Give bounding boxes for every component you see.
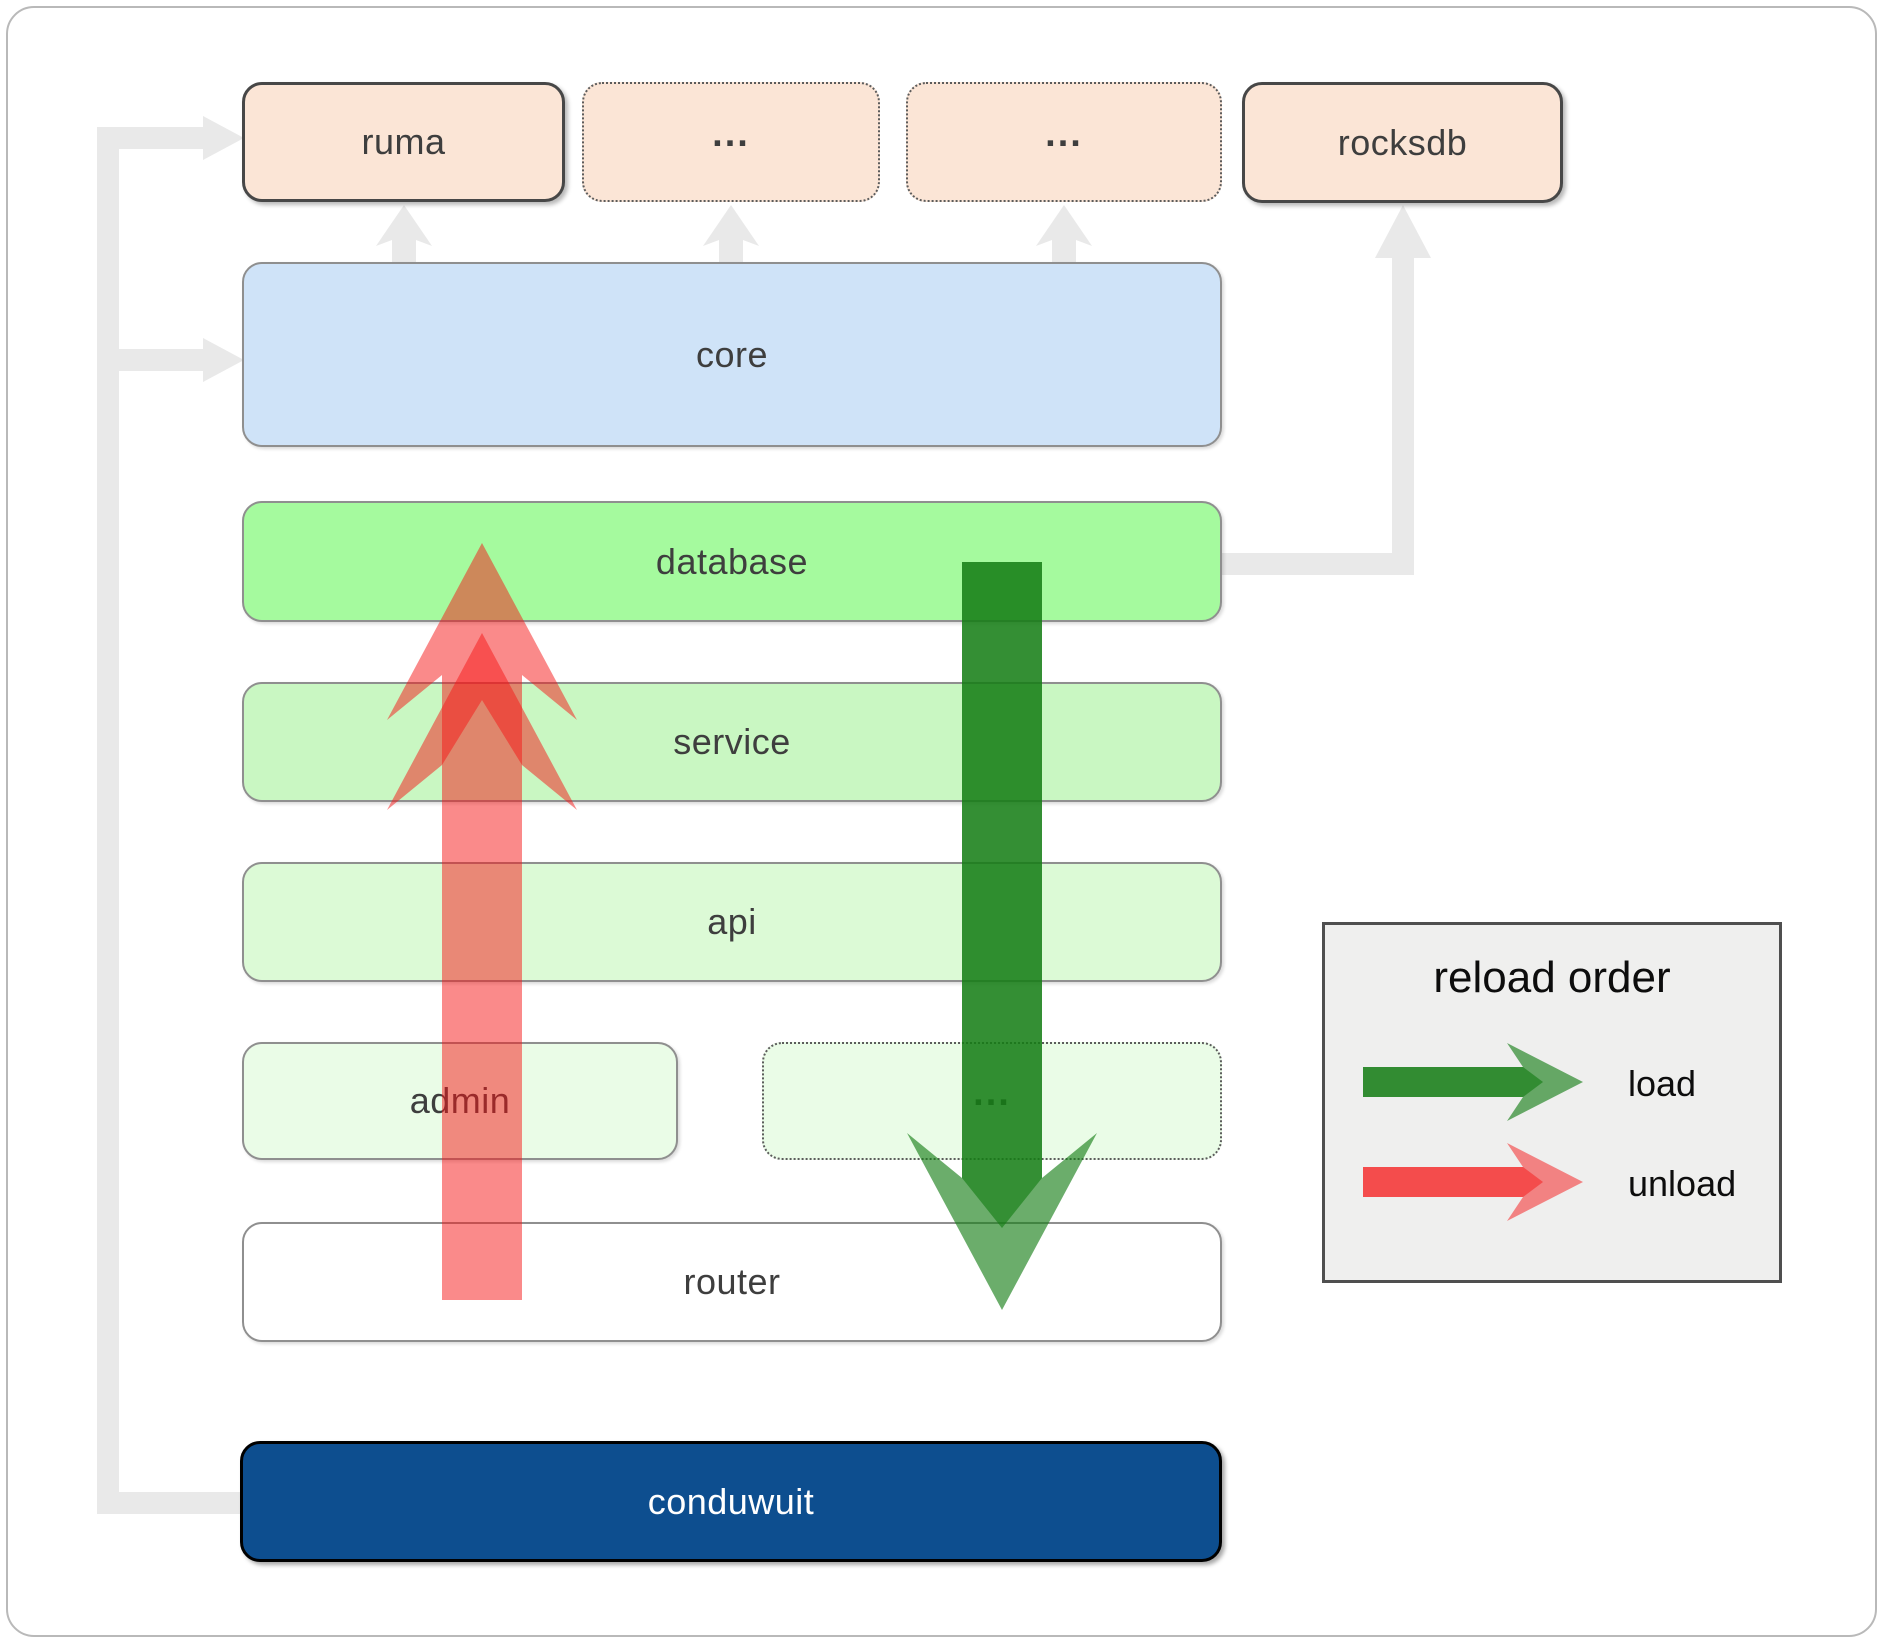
box-router-label: router — [683, 1261, 781, 1302]
box-service-label: service — [673, 721, 791, 762]
box-conduwuit: conduwuit — [240, 1441, 1222, 1562]
box-database: database — [242, 501, 1222, 622]
box-ellipsis-2: ... — [906, 82, 1222, 202]
box-admin: admin — [242, 1042, 678, 1160]
box-ellipsis-3: ... — [762, 1042, 1222, 1160]
outer-frame — [6, 6, 1877, 1637]
box-rocksdb-label: rocksdb — [1337, 121, 1468, 163]
box-ruma: ruma — [242, 82, 565, 202]
box-ruma-label: ruma — [361, 121, 446, 162]
box-router: router — [242, 1222, 1222, 1342]
box-rocksdb: rocksdb — [1242, 82, 1563, 203]
box-core-label: core — [695, 333, 769, 375]
box-core: core — [242, 262, 1222, 447]
box-api: api — [242, 862, 1222, 982]
legend-unload-label: unload — [1628, 1163, 1737, 1204]
box-service: service — [242, 682, 1222, 802]
box-database-label: database — [655, 540, 809, 582]
box-admin-label: admin — [409, 1080, 511, 1121]
box-api-label: api — [707, 901, 757, 942]
legend-panel: reload order load unload — [1322, 922, 1782, 1283]
box-ellipsis-1: ... — [582, 82, 880, 202]
box-conduwuit-label: conduwuit — [647, 1480, 815, 1522]
legend-load-label: load — [1628, 1063, 1697, 1104]
legend-title: reload order — [1433, 953, 1671, 1002]
